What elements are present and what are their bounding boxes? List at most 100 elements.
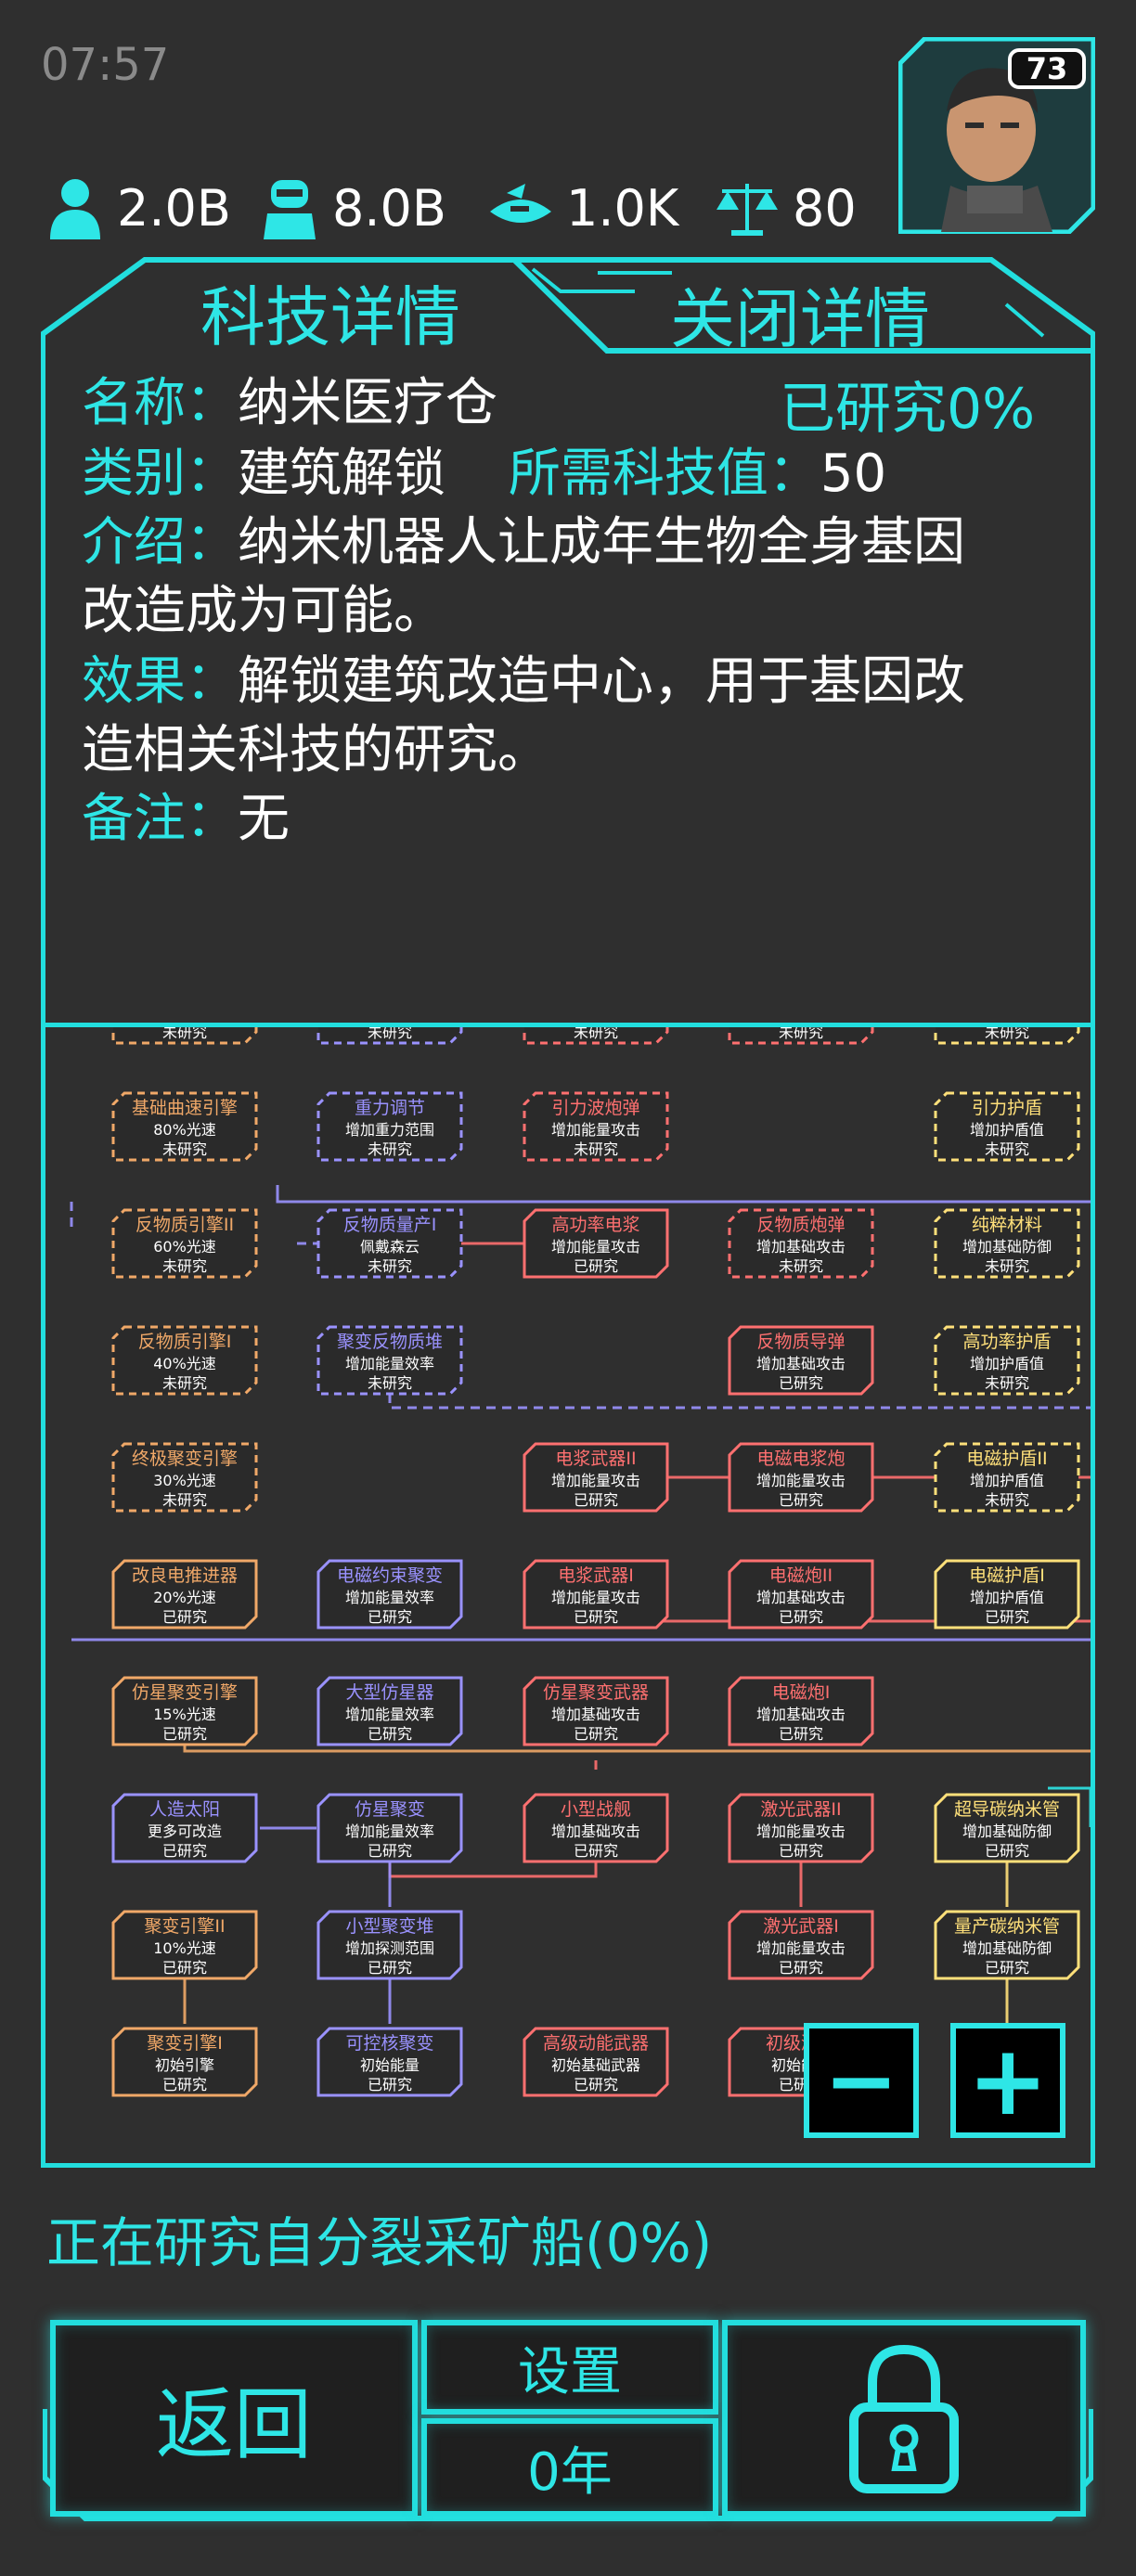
- tech-node-state: 已研究: [985, 1842, 1029, 1860]
- tech-node-state: 未研究: [368, 1374, 412, 1392]
- tech-node-state: 未研究: [162, 1140, 207, 1158]
- tech-node-state: 已研究: [162, 1608, 207, 1626]
- tech-node-frame: [111, 1910, 258, 1980]
- panel-divider: [45, 1023, 1091, 1027]
- tech-node-desc: 增加基础防御: [962, 1823, 1052, 1840]
- tech-node-state: 已研究: [368, 1725, 412, 1743]
- player-avatar[interactable]: 73: [897, 36, 1096, 235]
- tech-node-state: 已研究: [985, 1608, 1029, 1626]
- tech-node-desc: 增加基础攻击: [756, 1238, 846, 1256]
- effect-line2: 造相关科技的研究。: [82, 720, 549, 780]
- tech-node-frame: [523, 2027, 669, 2097]
- tech-node-top3[interactable]: 未研究: [523, 1027, 669, 1045]
- zoom-out-button[interactable]: −: [804, 2023, 919, 2138]
- resource-ships-value: 1.0K: [566, 178, 679, 238]
- settings-button[interactable]: 设置: [421, 2320, 718, 2415]
- tech-node-desc: 增加能量攻击: [756, 1823, 846, 1840]
- tech-node-desc: 增加基础攻击: [551, 1706, 640, 1723]
- tech-node-state: 已研究: [162, 1725, 207, 1743]
- tech-node-frame: [111, 1676, 258, 1746]
- detail-intro-row: 介绍：纳米机器人让成年生物全身基因: [82, 509, 965, 577]
- tech-node-top1[interactable]: 未研究: [111, 1027, 258, 1045]
- detail-note-row: 备注：无: [82, 785, 290, 854]
- status-time: 07:57: [41, 39, 170, 91]
- tech-node-state: 已研究: [779, 1491, 823, 1509]
- tech-node-desc: 增加基础攻击: [756, 1589, 846, 1606]
- zoom-in-button[interactable]: +: [950, 2023, 1065, 2138]
- tech-node-top4[interactable]: 未研究: [728, 1027, 874, 1045]
- tech-node-state: 已研究: [574, 1725, 618, 1743]
- tech-node-desc: 增加能量攻击: [551, 1472, 640, 1489]
- tech-tree-canvas[interactable]: 未研究未研究未研究未研究未研究基础曲速引擎80%光速未研究重力调节增加重力范围未…: [45, 1027, 1091, 2165]
- tech-node-state: 未研究: [779, 1027, 823, 1041]
- player-level-badge: 73: [1008, 48, 1086, 89]
- back-button[interactable]: 返回: [50, 2320, 418, 2517]
- tab-close-detail[interactable]: 关闭详情: [670, 281, 930, 357]
- tech-node-state: 未研究: [162, 1374, 207, 1392]
- tech-node-state: 已研究: [162, 1842, 207, 1860]
- tech-node-title: 改良电推进器: [132, 1565, 238, 1586]
- resource-balance-value: 80: [793, 178, 857, 238]
- tech-cost: 50: [820, 444, 887, 504]
- tech-node-frame: [111, 1027, 258, 1045]
- detail-effect-row: 效果：解锁建筑改造中心，用于基因改: [82, 648, 965, 716]
- lock-button[interactable]: [722, 2320, 1086, 2517]
- tech-node-top5[interactable]: 未研究: [934, 1027, 1080, 1045]
- tech-node-desc: 增加基础攻击: [756, 1706, 846, 1723]
- tech-node-state: 已研究: [779, 1374, 823, 1392]
- tech-node-desc: 10%光速: [153, 1939, 216, 1957]
- name-label: 名称：: [82, 373, 238, 433]
- tech-node-frame: [523, 1027, 669, 1045]
- tech-node-top2[interactable]: 未研究: [316, 1027, 463, 1045]
- tech-node-frame: [728, 1325, 874, 1396]
- current-research-status: 正在研究自分裂采矿船(0%): [46, 2211, 713, 2274]
- tab-tech-detail[interactable]: 科技详情: [200, 279, 460, 355]
- tech-node-title: 激光武器II: [760, 1799, 841, 1820]
- tech-node-desc: 增加护盾值: [970, 1589, 1044, 1606]
- tech-node-frame: [316, 2027, 463, 2097]
- tech-node-state: 已研究: [368, 2076, 412, 2093]
- resource-population: 2.0B: [46, 174, 231, 241]
- tech-node-frame: [934, 1793, 1080, 1863]
- tech-node-frame: [934, 1559, 1080, 1629]
